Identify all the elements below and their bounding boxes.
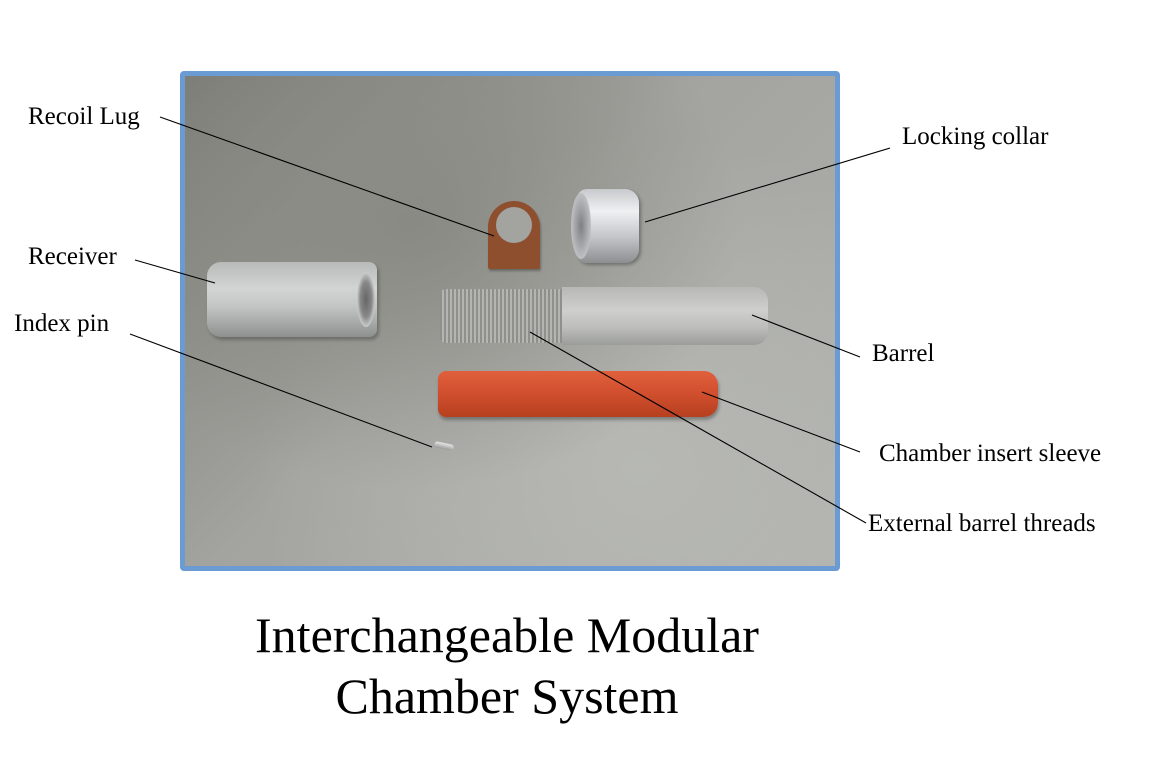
title-line-1: Interchangeable Modular <box>255 607 759 663</box>
locking-collar-part <box>571 189 639 263</box>
callout-receiver: Receiver <box>28 243 117 270</box>
callout-external-barrel-threads: External barrel threads <box>868 510 1096 537</box>
receiver-part <box>207 262 377 337</box>
recoil-lug-part <box>488 201 540 269</box>
barrel-part <box>440 287 770 345</box>
callout-barrel: Barrel <box>872 340 935 367</box>
barrel-threads <box>440 289 564 343</box>
callout-index-pin: Index pin <box>14 310 110 337</box>
recoil-lug-hole <box>496 207 532 243</box>
receiver-bore <box>357 272 375 327</box>
locking-collar-face <box>571 193 591 259</box>
callout-locking-collar: Locking collar <box>902 123 1049 150</box>
chamber-insert-sleeve-part <box>438 371 718 417</box>
component-photo <box>180 71 840 571</box>
barrel-tube <box>562 287 768 345</box>
callout-recoil-lug: Recoil Lug <box>28 103 140 130</box>
title-line-2: Chamber System <box>335 668 679 724</box>
callout-chamber-insert-sleeve: Chamber insert sleeve <box>879 440 1102 467</box>
